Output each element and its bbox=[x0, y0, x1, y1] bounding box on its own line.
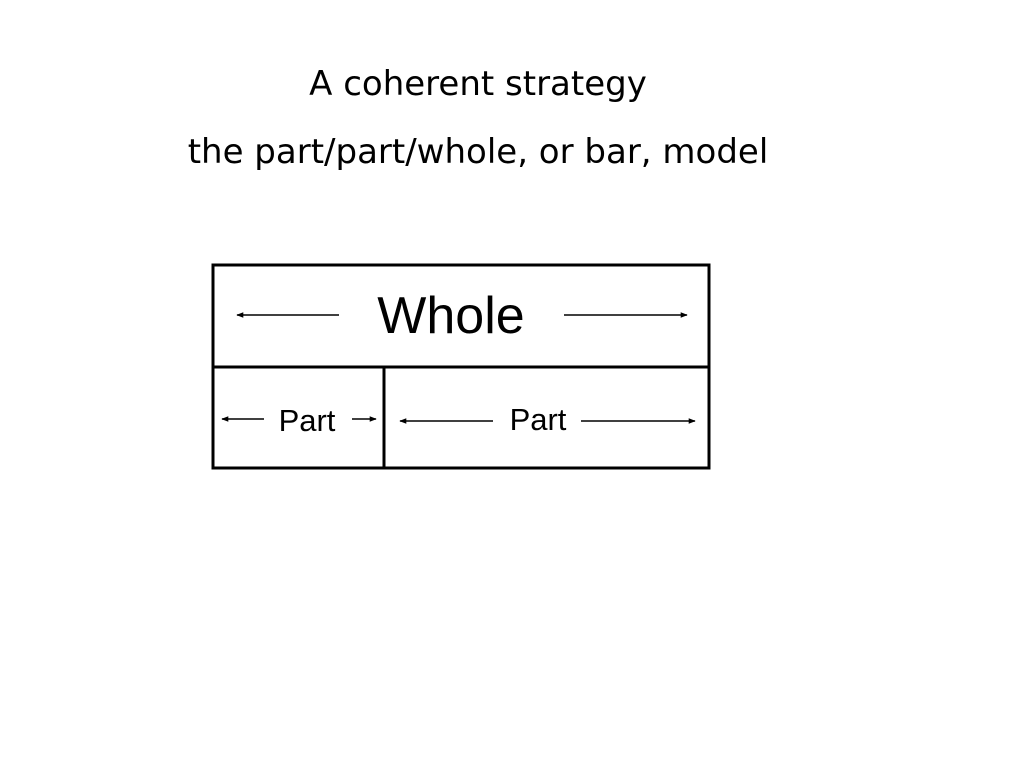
part-2-label: Part bbox=[510, 402, 567, 437]
title-line-1: A coherent strategy bbox=[309, 64, 647, 104]
title-line-2: the part/part/whole, or bar, model bbox=[187, 132, 769, 172]
part-1-label: Part bbox=[279, 403, 336, 438]
whole-label: Whole bbox=[377, 287, 524, 345]
